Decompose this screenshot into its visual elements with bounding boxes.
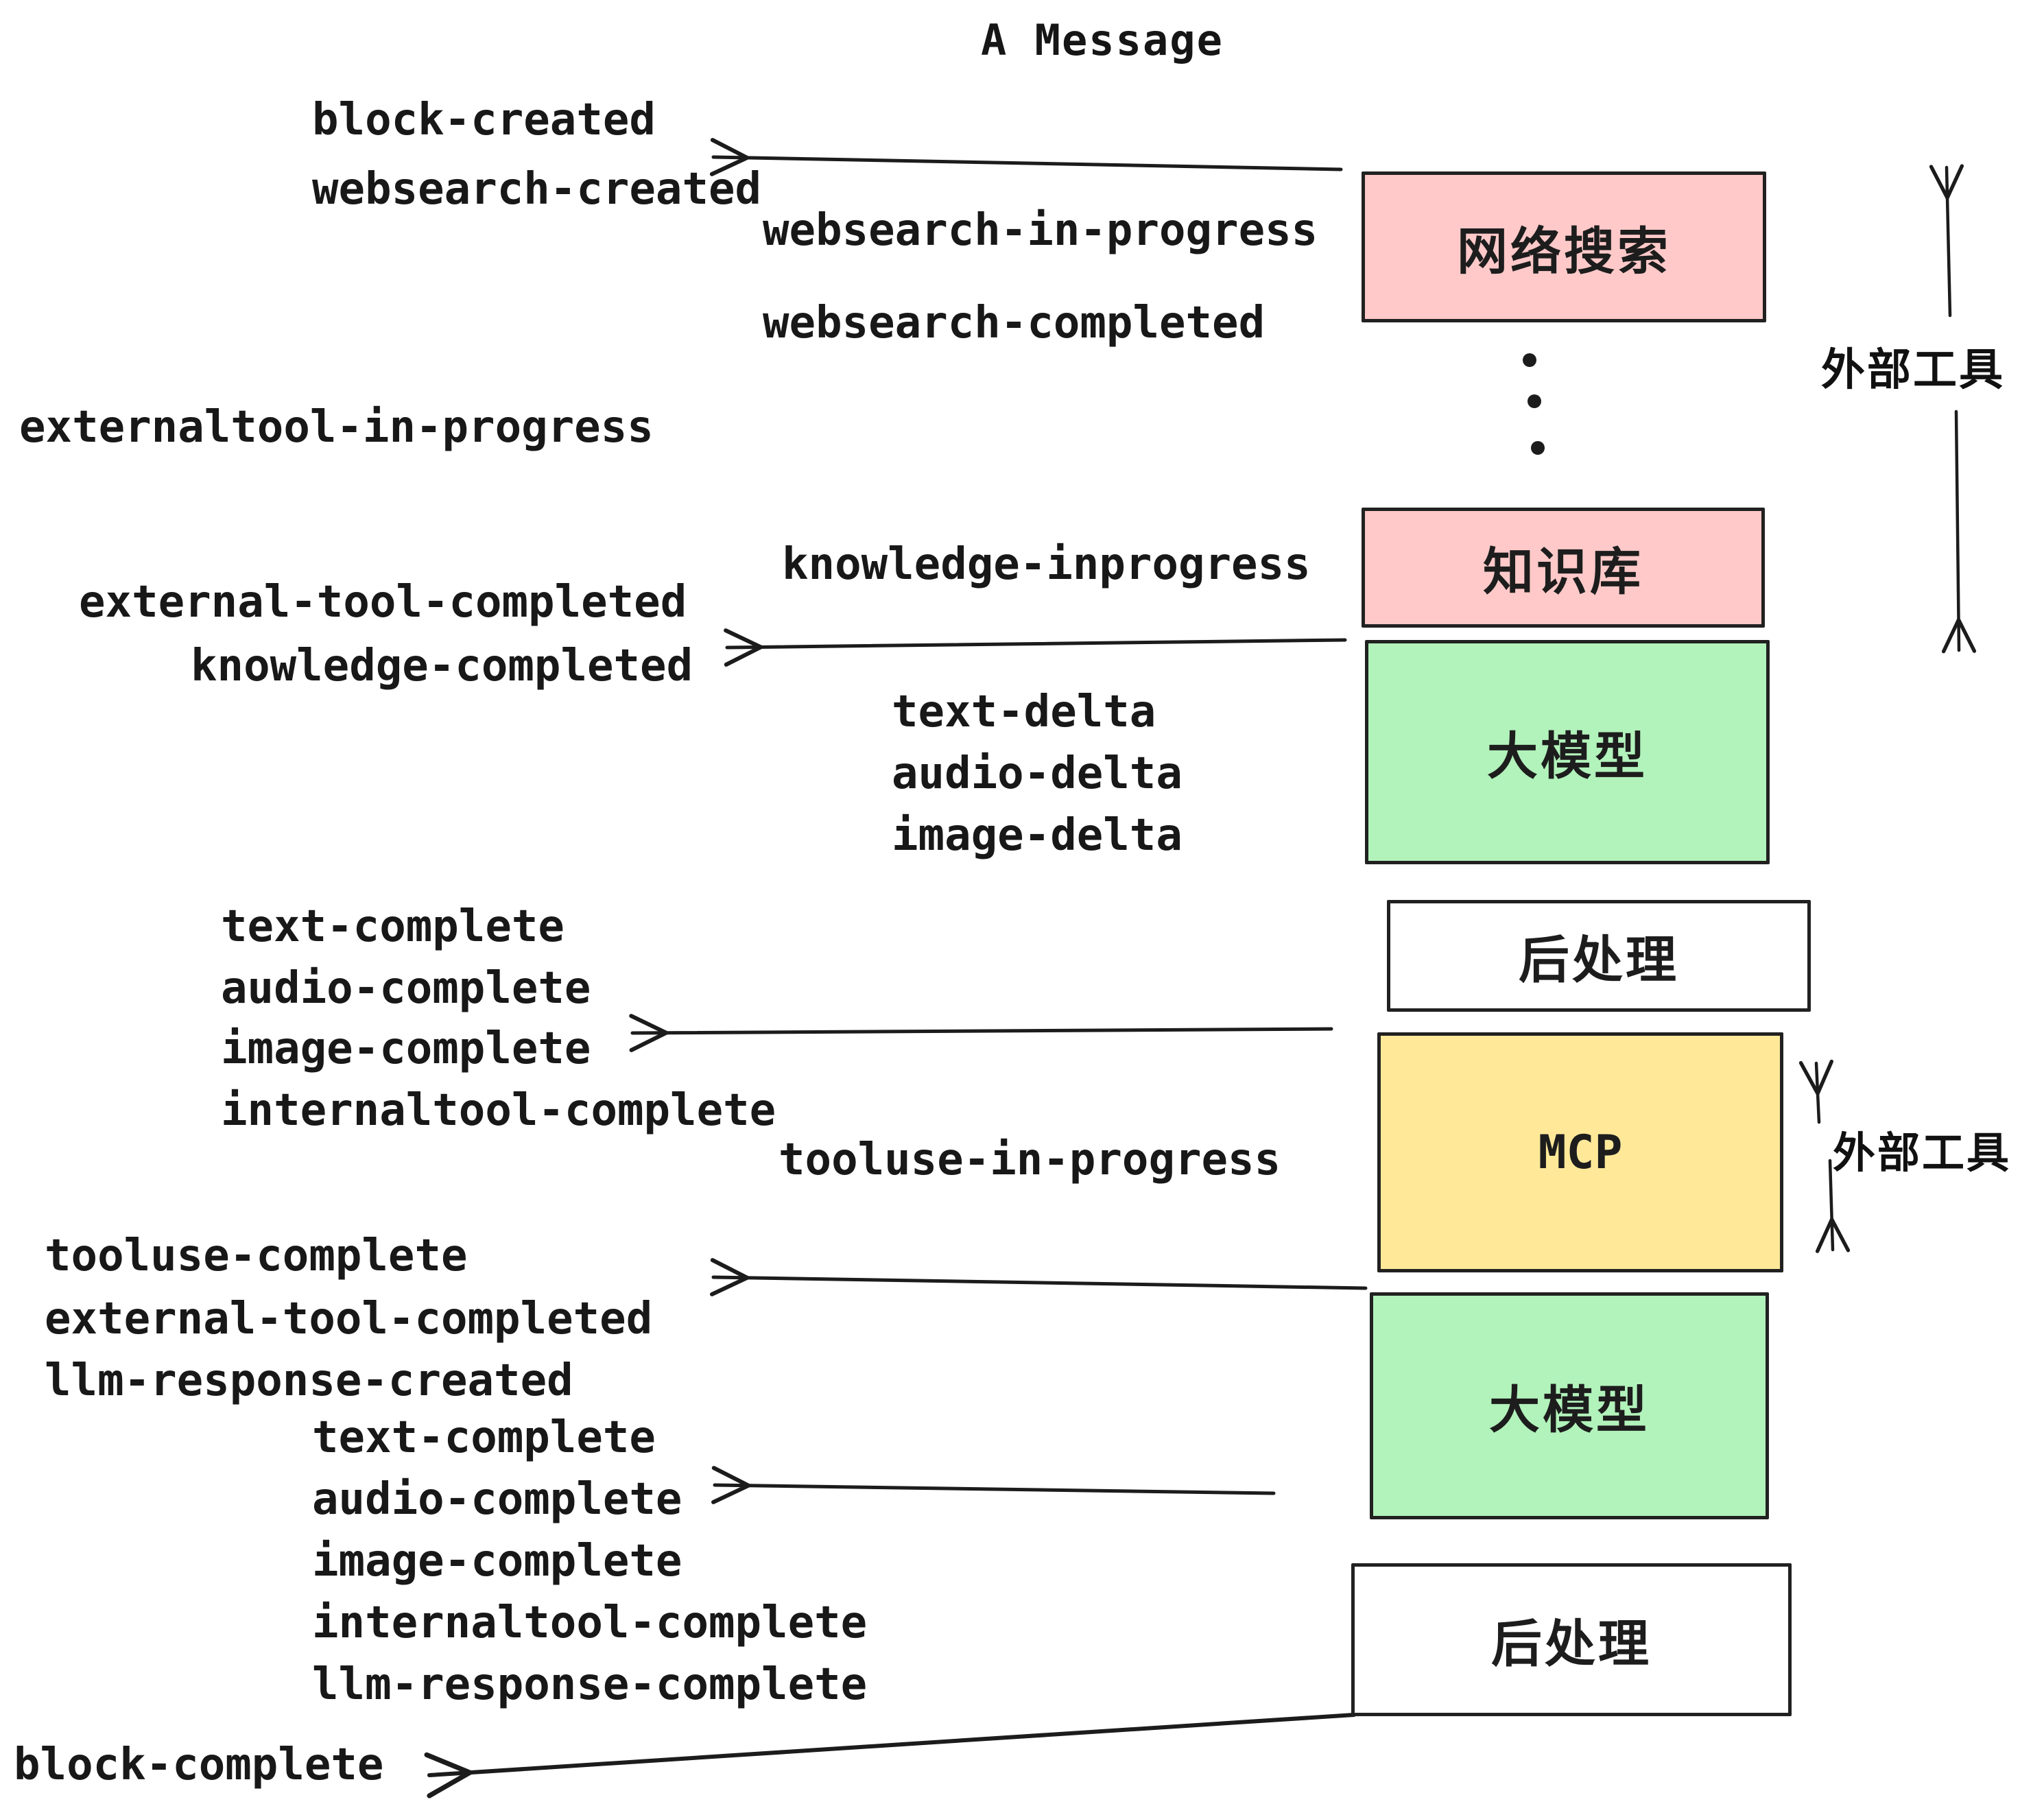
event-tooluse-complete: tooluse-complete <box>45 1231 468 1281</box>
event-websearch-completed: websearch-completed <box>763 298 1265 348</box>
node-label: 大模型 <box>1489 1381 1650 1438</box>
node-label: 后处理 <box>1519 931 1679 988</box>
arrow-up-external-tools-2-icon <box>1798 1059 1834 1124</box>
node-llm-1: 大模型 <box>1365 640 1770 864</box>
event-text-delta-1: text-delta <box>892 687 1156 737</box>
arrow-knowledge-completed-icon <box>724 628 1347 667</box>
node-post-processing-2: 后处理 <box>1351 1563 1792 1716</box>
node-label: 后处理 <box>1491 1615 1652 1672</box>
event-text-complete-2: text-complete <box>312 1412 656 1463</box>
arrow-websearch-created-icon <box>709 138 1343 176</box>
event-text-complete-1: text-complete <box>221 901 565 952</box>
event-llm-response-complete: llm-response-complete <box>312 1659 868 1710</box>
side-label-external-tools-1: 外部工具 <box>1821 345 2005 394</box>
node-label: MCP <box>1538 1125 1623 1180</box>
event-knowledge-completed: knowledge-completed <box>191 641 693 691</box>
arrow-tooluse-complete-icon <box>709 1258 1368 1296</box>
event-audio-delta-1: audio-delta <box>892 748 1183 799</box>
side-label-external-tools-2: 外部工具 <box>1833 1130 2012 1177</box>
event-image-complete-2: image-complete <box>312 1536 682 1587</box>
event-audio-complete-2: audio-complete <box>312 1474 682 1525</box>
event-block-created: block-created <box>312 95 656 145</box>
node-llm-2: 大模型 <box>1370 1292 1769 1519</box>
page-title: A Message <box>981 15 1224 65</box>
event-knowledge-inprogress: knowledge-inprogress <box>782 539 1311 590</box>
arrow-block-complete-icon <box>424 1713 1356 1799</box>
event-internaltool-complete-1: internaltool-complete <box>221 1085 776 1136</box>
event-image-complete-1: image-complete <box>221 1023 591 1074</box>
ellipsis-dot <box>1531 441 1545 455</box>
event-audio-complete-1: audio-complete <box>221 963 591 1014</box>
event-websearch-created: websearch-created <box>312 164 762 215</box>
node-label: 大模型 <box>1487 728 1648 785</box>
arrow-up-external-tools-1-icon <box>1929 164 1964 318</box>
ellipsis-dot <box>1528 394 1541 408</box>
node-knowledge: 知识库 <box>1362 508 1765 628</box>
event-websearch-in-progress: websearch-in-progress <box>763 205 1318 256</box>
event-image-delta-1: image-delta <box>892 810 1183 861</box>
node-mcp: MCP <box>1377 1032 1783 1272</box>
event-external-tool-completed-1: external-tool-completed <box>79 577 687 628</box>
event-llm-response-created: llm-response-created <box>45 1355 573 1406</box>
ellipsis-dot <box>1523 353 1536 367</box>
node-label: 网络搜索 <box>1457 222 1671 280</box>
event-block-complete: block-complete <box>14 1740 384 1790</box>
arrow-down-external-tools-1-icon <box>1941 410 1977 654</box>
event-tooluse-in-progress: tooluse-in-progress <box>779 1135 1281 1185</box>
arrow-image-complete-icon <box>629 1014 1333 1052</box>
event-externaltool-in-progress: externaltool-in-progress <box>19 402 654 453</box>
node-label: 知识库 <box>1483 543 1643 600</box>
event-external-tool-completed-2: external-tool-completed <box>45 1294 653 1344</box>
event-internaltool-complete-2: internaltool-complete <box>312 1598 868 1648</box>
node-post-processing-1: 后处理 <box>1387 900 1811 1012</box>
node-websearch: 网络搜索 <box>1362 171 1766 322</box>
arrow-audio-complete-icon <box>711 1466 1276 1504</box>
